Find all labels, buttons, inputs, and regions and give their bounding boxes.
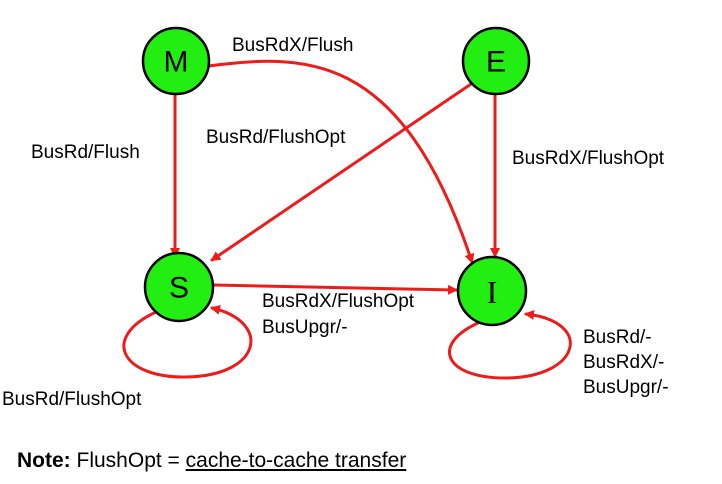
label-m-to-i: BusRdX/Flush: [232, 35, 353, 56]
edge-i-self-loop: [448, 309, 572, 380]
state-i: I: [456, 255, 528, 327]
label-m-to-s: BusRd/Flush: [31, 142, 140, 163]
note: Note: FlushOpt = cache-to-cache transfer: [17, 449, 406, 473]
state-m-circle: [141, 26, 211, 96]
state-i-label: I: [487, 274, 498, 310]
state-e: E: [461, 26, 531, 96]
state-m: M: [141, 26, 211, 96]
label-s-self-loop: BusRd/FlushOpt: [2, 389, 142, 410]
edge-s-to-i: [212, 283, 458, 295]
label-i-self-line3: BusUpgr/-: [583, 377, 669, 398]
label-s-to-i-line1: BusRdX/FlushOpt: [262, 291, 415, 312]
label-i-self-line2: BusRdX/-: [583, 352, 664, 373]
state-i-circle: [456, 255, 528, 327]
label-e-to-i: BusRdX/FlushOpt: [512, 148, 665, 169]
edge-e-to-s: [210, 80, 476, 262]
state-e-label: E: [486, 46, 506, 79]
edge-m-to-i: [206, 59, 475, 264]
state-s-label: S: [169, 272, 189, 305]
note-definition: cache-to-cache transfer: [185, 449, 407, 472]
note-text: FlushOpt =: [70, 449, 186, 472]
state-m-label: M: [164, 46, 189, 79]
state-s-circle: [143, 251, 215, 323]
state-s: S: [143, 251, 215, 323]
state-e-circle: [461, 26, 531, 96]
note-label: Note:: [17, 449, 71, 472]
label-s-to-i-line2: BusUpgr/-: [262, 317, 348, 338]
label-e-to-s: BusRd/FlushOpt: [206, 127, 346, 148]
label-i-self-line1: BusRd/-: [583, 327, 652, 348]
edge-s-self-loop: [122, 304, 253, 379]
